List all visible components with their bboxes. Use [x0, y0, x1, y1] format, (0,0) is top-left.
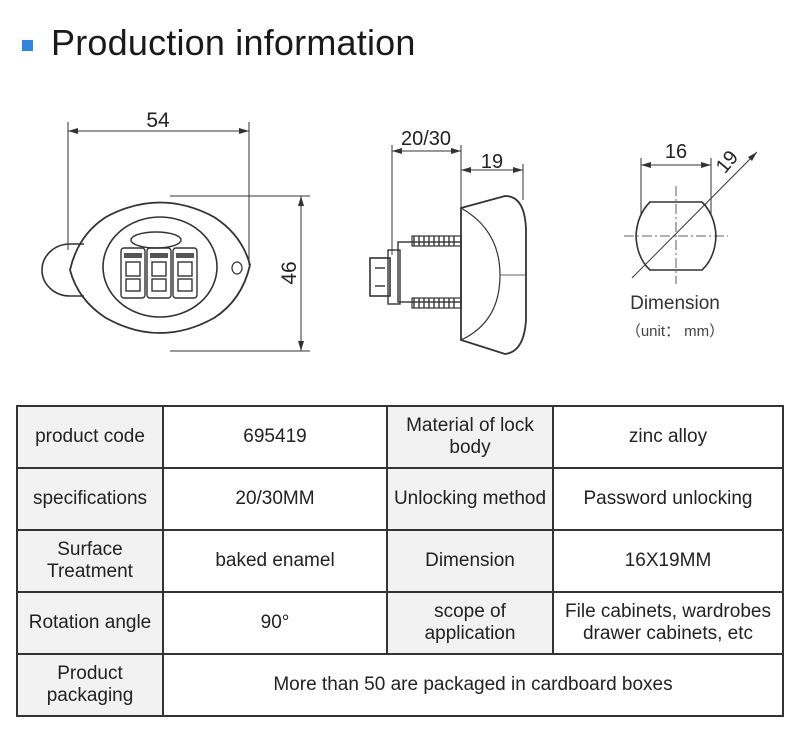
side-length-1-label: 20/30 — [401, 128, 451, 150]
page-title: Production information — [51, 22, 416, 63]
spec-label: scope of application — [386, 591, 554, 655]
spec-value: File cabinets, wardrobes drawer cabinets… — [552, 591, 784, 655]
section-view — [624, 151, 758, 284]
side-view — [369, 145, 527, 355]
packaging-label: Product packaging — [16, 653, 164, 717]
side-length-2-label: 19 — [481, 151, 503, 173]
spec-value: 20/30MM — [162, 467, 388, 531]
table-row: Rotation angle 90° scope of application … — [16, 591, 784, 655]
front-height-label: 46 — [278, 261, 301, 284]
spec-label: Dimension — [386, 529, 554, 593]
spec-value: 16X19MM — [552, 529, 784, 593]
technical-drawing: 54 46 20/30 — [41, 109, 758, 355]
spec-label: specifications — [16, 467, 164, 531]
spec-value: zinc alloy — [552, 405, 784, 469]
dimension-caption: Dimension （unit： mm） — [600, 293, 750, 341]
spec-value: Password unlocking — [552, 467, 784, 531]
spec-value: baked enamel — [162, 529, 388, 593]
spec-label: Surface Treatment — [16, 529, 164, 593]
front-view — [41, 122, 310, 352]
spec-value: 90° — [162, 591, 388, 655]
front-width-label: 54 — [146, 109, 170, 132]
section-width-label: 16 — [665, 141, 687, 163]
spec-table: product code 695419 Material of lock bod… — [16, 405, 784, 717]
table-row: Product packaging More than 50 are packa… — [16, 653, 784, 717]
dimension-caption-unit: （unit： mm） — [625, 323, 725, 340]
table-row: product code 695419 Material of lock bod… — [16, 405, 784, 469]
spec-value: 695419 — [162, 405, 388, 469]
header-bullet-icon — [22, 39, 33, 51]
table-row: Surface Treatment baked enamel Dimension… — [16, 529, 784, 593]
spec-label: Unlocking method — [386, 467, 554, 531]
table-row: specifications 20/30MM Unlocking method … — [16, 467, 784, 531]
spec-label: product code — [16, 405, 164, 469]
page-header: Production information — [22, 18, 416, 68]
packaging-value: More than 50 are packaged in cardboard b… — [162, 653, 784, 717]
spec-label: Rotation angle — [16, 591, 164, 655]
spec-label: Material of lock body — [386, 405, 554, 469]
section-diagonal-label: 19 — [712, 147, 743, 178]
dimension-caption-title: Dimension — [630, 293, 720, 314]
